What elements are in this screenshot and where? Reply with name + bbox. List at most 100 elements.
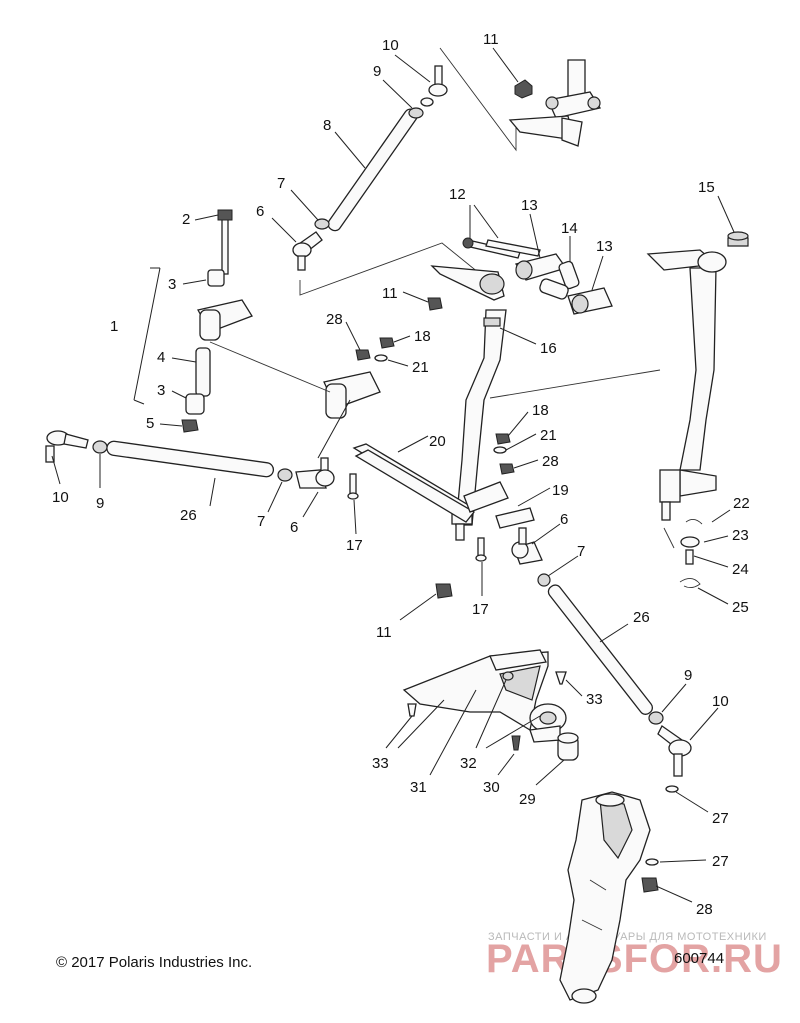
callout-5: 5: [146, 415, 154, 432]
callout-13: 13: [596, 238, 613, 255]
callout-10: 10: [382, 37, 399, 54]
callout-9: 9: [96, 495, 104, 512]
callout-2: 2: [182, 211, 190, 228]
callout-22: 22: [733, 495, 750, 512]
callout-25: 25: [732, 599, 749, 616]
callout-10: 10: [52, 489, 69, 506]
callout-11: 11: [483, 31, 499, 48]
callout-15: 15: [698, 179, 715, 196]
steering-bracket-assembly: [385, 649, 583, 786]
bushing-14a: [558, 260, 580, 290]
jam-nut-upper: [408, 107, 424, 119]
callout-29: 29: [519, 791, 536, 808]
callout-26: 26: [633, 609, 650, 626]
spindle-assembly: [559, 785, 709, 1004]
callout-7: 7: [577, 543, 585, 560]
callout-21: 21: [412, 359, 429, 376]
callout-4: 4: [157, 349, 165, 366]
nut-28-upper: [355, 349, 371, 361]
callout-10: 10: [712, 693, 729, 710]
steering-clamp-top: [492, 47, 602, 147]
callout-labels: 10 11 9 8 7 6 2 3 1 4 3 5 10 9 26 7 6 12…: [52, 31, 750, 918]
callout-30: 30: [483, 779, 500, 796]
callout-18: 18: [532, 402, 549, 419]
idler-arm-assembly: [133, 209, 381, 433]
jam-nut-left: [92, 440, 108, 454]
nut-18-lower: [495, 433, 511, 445]
jam-nut-7-upper: [314, 218, 330, 230]
nut-28-spindle: [641, 877, 659, 893]
sleeve-4: [195, 347, 211, 397]
steering-shaft-assembly: [430, 204, 661, 541]
callout-26: 26: [180, 507, 197, 524]
callout-1: 1: [110, 318, 118, 335]
watermark-logo: PARTSFOR.RU: [486, 937, 783, 981]
jam-nut-7-right: [537, 573, 551, 587]
nut-18-upper: [379, 337, 395, 349]
callout-33: 33: [372, 755, 389, 772]
figure-number: 600744: [674, 950, 724, 967]
nut-11-mid: [427, 297, 443, 311]
copyright: © 2017 Polaris Industries Inc.: [56, 954, 252, 971]
washer-27-upper: [665, 785, 679, 793]
callout-7: 7: [277, 175, 285, 192]
left-tie-rod-assembly: [45, 399, 351, 518]
bushing-3-upper: [207, 269, 225, 287]
callout-12: 12: [449, 186, 466, 203]
left-tie-rod: [106, 440, 275, 478]
steering-column: [679, 267, 717, 471]
callout-6: 6: [290, 519, 298, 536]
callout-33: 33: [586, 691, 603, 708]
callout-28: 28: [542, 453, 559, 470]
washer-23: [680, 536, 700, 548]
callout-6: 6: [256, 203, 264, 220]
nut-11-lower: [435, 583, 453, 599]
upper-tie-rod: [327, 108, 418, 232]
callout-27: 27: [712, 810, 729, 827]
callout-21: 21: [540, 427, 557, 444]
callout-14: 14: [561, 220, 578, 237]
steering-post: [455, 309, 507, 526]
callout-8: 8: [323, 117, 331, 134]
upper-tie-rod-assembly: [271, 47, 517, 296]
callout-3: 3: [157, 382, 165, 399]
nut-28-lower: [499, 463, 515, 475]
plate-19: [495, 507, 535, 529]
callout-9: 9: [373, 63, 381, 80]
steering-column-right: [646, 195, 749, 605]
rivet-33-left: [407, 703, 417, 717]
washer-27-lower: [645, 858, 659, 866]
callout-17: 17: [346, 537, 363, 554]
bolt-2: [221, 217, 229, 275]
callout-32: 32: [460, 755, 477, 772]
callout-19: 19: [552, 482, 569, 499]
footer: © 2017 Polaris Industries Inc. 600744: [56, 950, 724, 971]
callout-28: 28: [326, 311, 343, 328]
callout-16: 16: [540, 340, 557, 357]
callout-11: 11: [376, 624, 392, 641]
callout-17: 17: [472, 601, 489, 618]
callout-27: 27: [712, 853, 729, 870]
right-tie-rod: [547, 584, 653, 715]
pin-24: [685, 549, 694, 565]
spindle: [559, 791, 651, 1001]
watermark: ЗАПЧАСТИ И АКСЕССУАРЫ ДЛЯ МОТОТЕХНИКИ PA…: [486, 931, 783, 981]
drag-link-assembly: [345, 291, 551, 621]
clip-25: [679, 578, 701, 589]
callout-23: 23: [732, 527, 749, 544]
bushing-3-lower: [185, 393, 205, 415]
callout-24: 24: [732, 561, 749, 578]
callout-13: 13: [521, 197, 538, 214]
callout-28: 28: [696, 901, 713, 918]
callout-9: 9: [684, 667, 692, 684]
watermark-tagline: ЗАПЧАСТИ И АКСЕССУАРЫ ДЛЯ МОТОТЕХНИКИ: [488, 931, 767, 943]
callout-7: 7: [257, 513, 265, 530]
snap-ring-22: [685, 519, 703, 525]
callout-18: 18: [414, 328, 431, 345]
right-tie-rod-assembly: [511, 523, 719, 777]
callout-20: 20: [429, 433, 446, 450]
jam-nut-9-right: [648, 711, 664, 725]
bushing-14b: [539, 278, 569, 300]
washer-21-upper: [374, 354, 388, 362]
